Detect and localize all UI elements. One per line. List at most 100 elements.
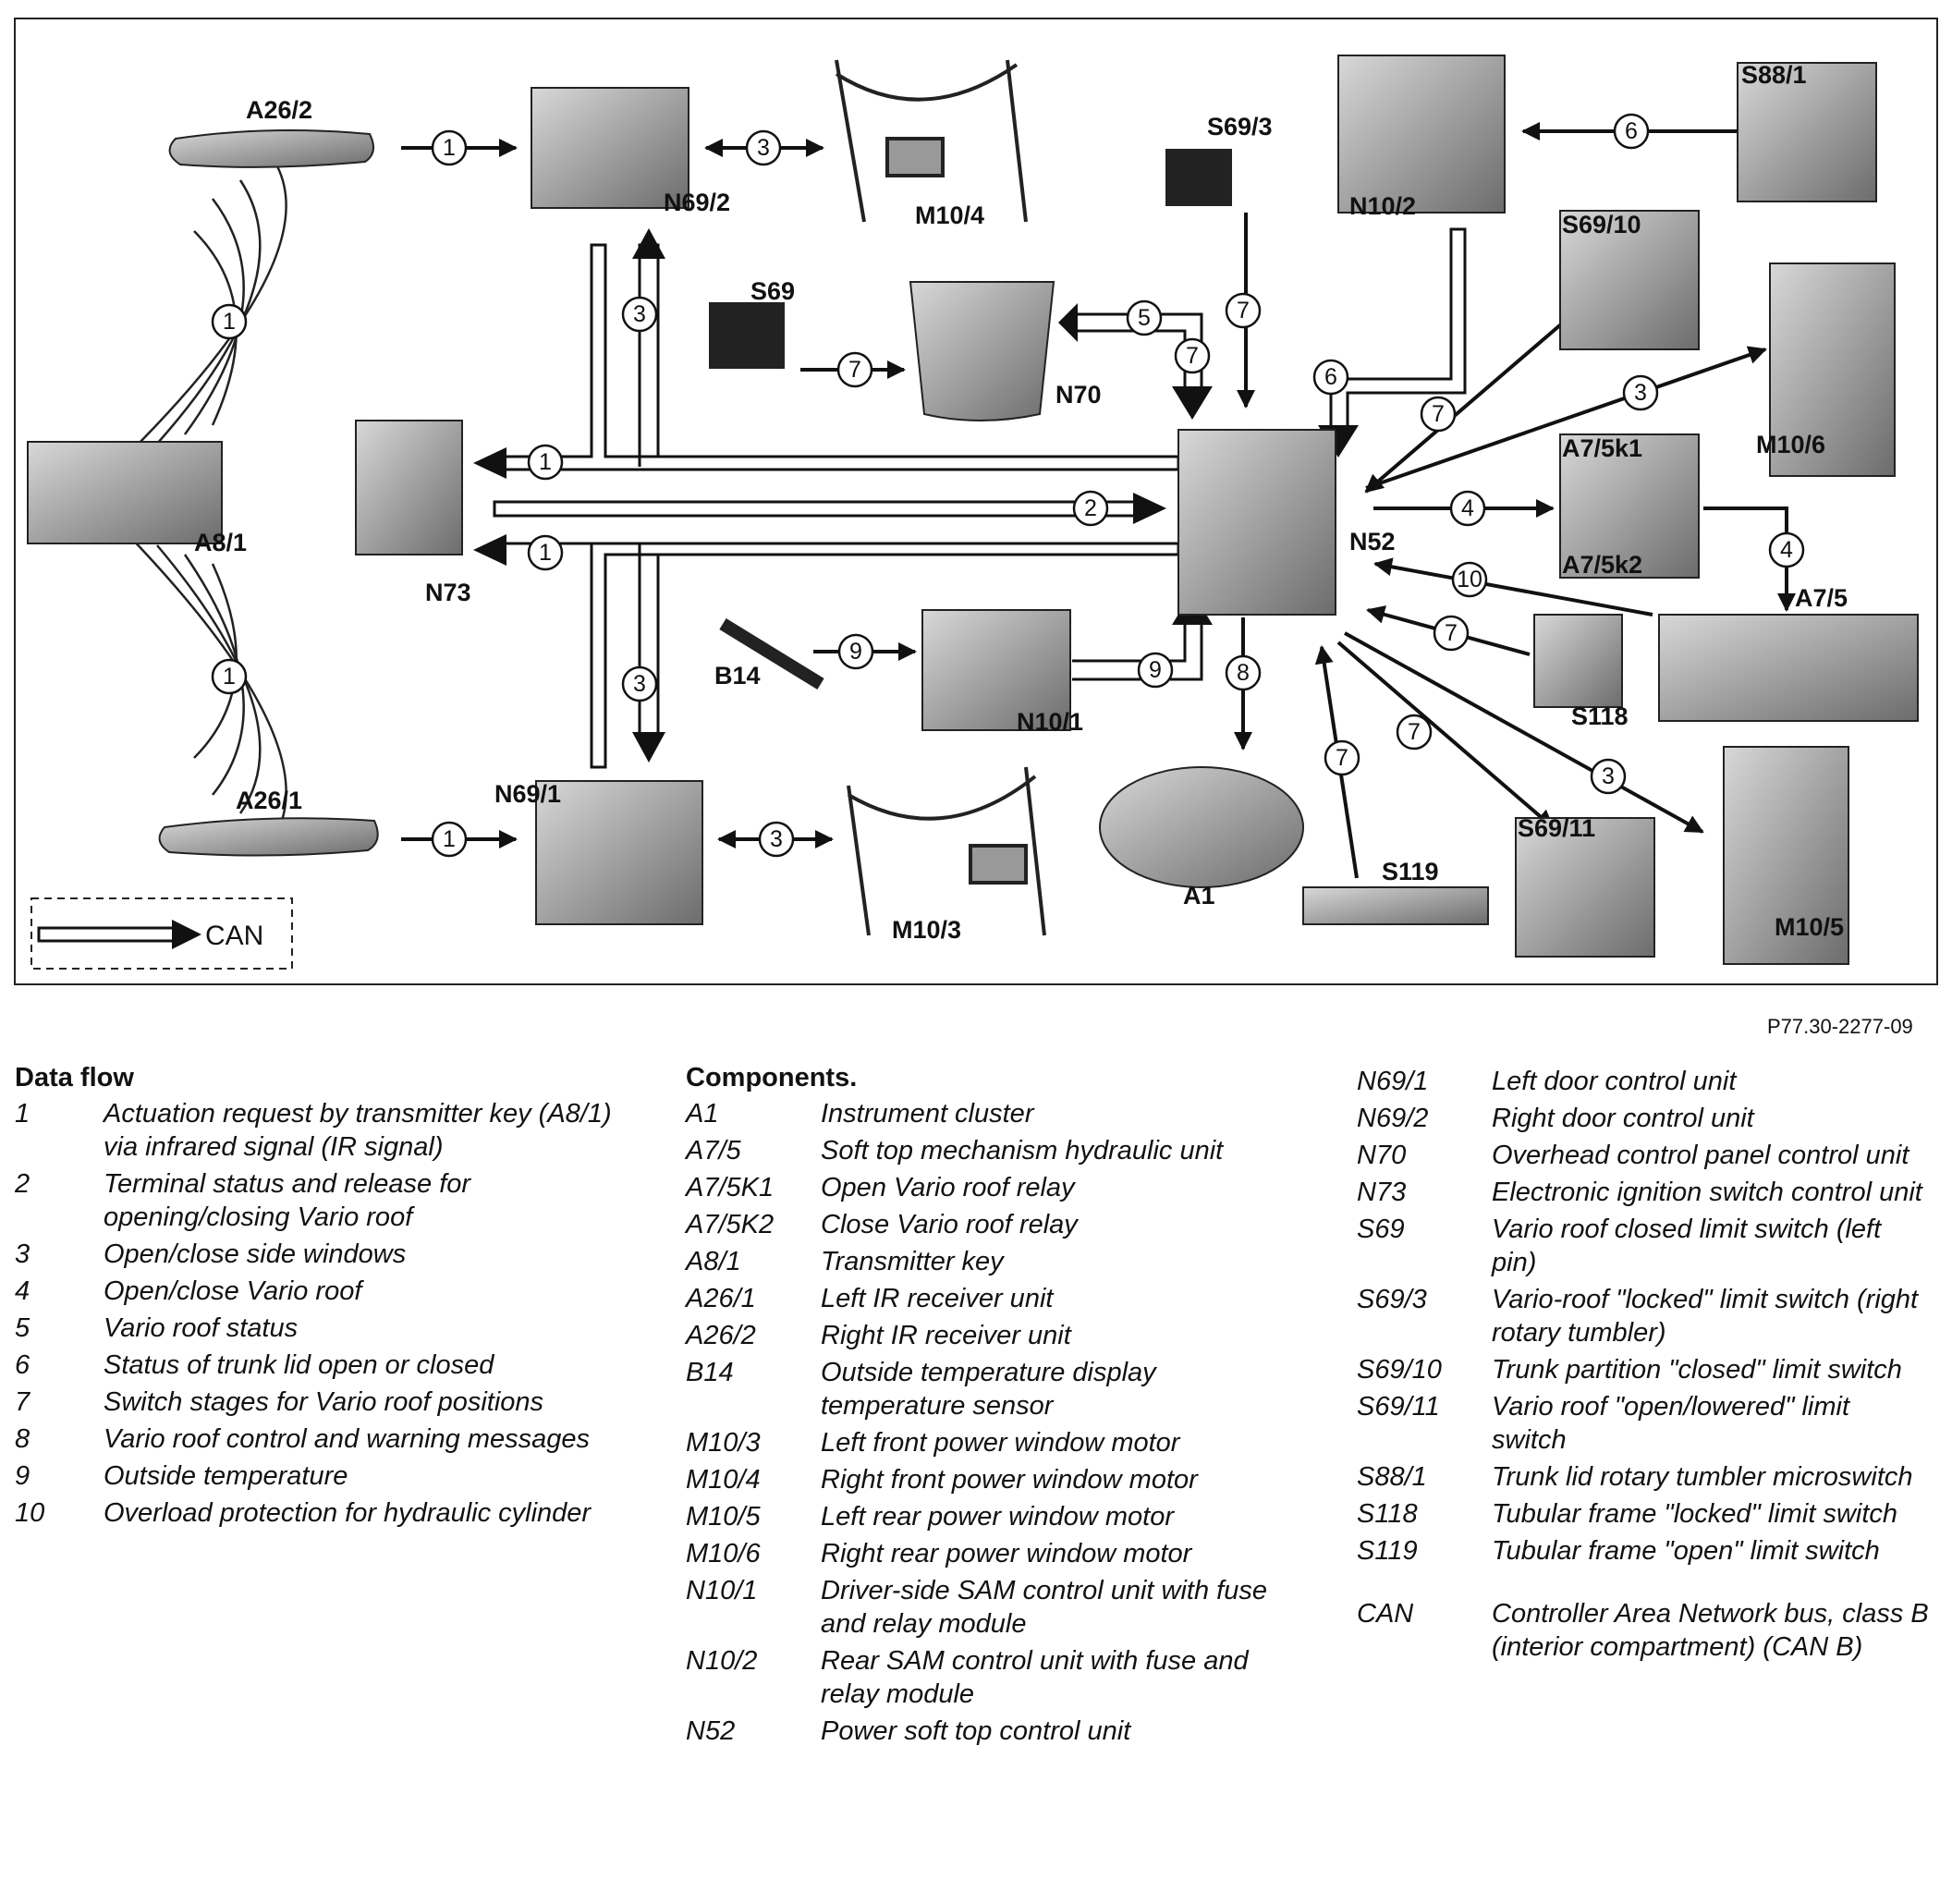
a7-5-image xyxy=(1658,614,1919,722)
svg-text:7: 7 xyxy=(1186,343,1199,369)
svg-text:CAN: CAN xyxy=(205,921,263,951)
label-m10-5: M10/5 xyxy=(1775,913,1844,941)
svg-text:3: 3 xyxy=(1602,763,1615,789)
flow-number: 1 xyxy=(431,129,468,166)
flow-number: 9 xyxy=(1137,652,1174,689)
n10-2-image xyxy=(1337,55,1506,214)
svg-text:3: 3 xyxy=(633,301,646,327)
svg-text:2: 2 xyxy=(1084,495,1097,521)
s88-1-image xyxy=(1737,62,1877,202)
n52-image xyxy=(1177,429,1336,616)
label-a26-2: A26/2 xyxy=(246,96,312,124)
svg-text:7: 7 xyxy=(1408,719,1421,745)
flow-number: 9 xyxy=(837,633,874,670)
svg-text:3: 3 xyxy=(1634,380,1647,406)
flow-number: 1 xyxy=(211,303,248,340)
label-n10-2: N10/2 xyxy=(1349,192,1416,220)
flow-number: 8 xyxy=(1225,654,1262,691)
label-s88-1: S88/1 xyxy=(1741,61,1807,89)
svg-text:1: 1 xyxy=(223,664,236,690)
label-b14: B14 xyxy=(714,662,761,690)
label-n70: N70 xyxy=(1055,381,1102,409)
s118-image xyxy=(1533,614,1623,708)
label-a1: A1 xyxy=(1183,882,1215,909)
label-a26-1: A26/1 xyxy=(236,787,302,814)
n73-image xyxy=(355,420,463,555)
label-m10-3: M10/3 xyxy=(892,916,961,944)
s69-3-image xyxy=(1165,149,1232,206)
label-s69-3: S69/3 xyxy=(1207,113,1273,140)
label-n73: N73 xyxy=(425,579,471,606)
b14-image xyxy=(719,618,824,690)
m10-4-image xyxy=(835,59,1028,223)
flow-number: 1 xyxy=(527,534,564,571)
s69-11-image xyxy=(1515,817,1655,958)
flow-number: 3 xyxy=(621,296,658,333)
svg-text:3: 3 xyxy=(757,135,770,161)
flow-number: 2 xyxy=(1072,490,1109,527)
svg-text:8: 8 xyxy=(1237,660,1250,686)
flow-number: 7 xyxy=(1225,292,1262,329)
svg-text:6: 6 xyxy=(1625,118,1638,144)
svg-text:5: 5 xyxy=(1138,305,1151,331)
n69-1-image xyxy=(535,780,703,925)
flow-number: 1 xyxy=(431,821,468,858)
label-m10-4: M10/4 xyxy=(915,201,984,229)
label-s118: S118 xyxy=(1571,702,1629,730)
label-a7-5k2: A7/5k2 xyxy=(1562,551,1642,579)
label-a7-5k1: A7/5k1 xyxy=(1562,434,1642,462)
flow-number-circles: 1 1 1 1 1 1 2 3 3 3 3 3 3 4 4 5 6 6 7 7 … xyxy=(211,113,1805,858)
a7-5k-image xyxy=(1559,433,1700,579)
label-a7-5: A7/5 xyxy=(1795,584,1848,612)
svg-text:1: 1 xyxy=(539,540,552,566)
svg-text:7: 7 xyxy=(1336,745,1348,771)
svg-text:6: 6 xyxy=(1324,364,1337,390)
flow-number: 7 xyxy=(1420,396,1457,433)
m10-5-image xyxy=(1723,746,1849,965)
data-flow-diagram: 1 1 1 1 1 1 2 3 3 3 3 3 3 4 4 5 6 6 7 7 … xyxy=(14,18,1938,985)
flow-number: 6 xyxy=(1613,113,1650,150)
s69-image xyxy=(709,302,785,369)
flow-number: 3 xyxy=(745,129,782,166)
label-n52: N52 xyxy=(1349,528,1396,555)
flow-number: 5 xyxy=(1126,299,1163,336)
reference-code: P77.30-2277-09 xyxy=(1767,1015,1913,1038)
flow-number: 1 xyxy=(211,658,248,695)
svg-text:10: 10 xyxy=(1457,567,1482,592)
svg-text:7: 7 xyxy=(1445,620,1458,646)
flow-number: 7 xyxy=(1174,337,1211,374)
m10-3-image xyxy=(847,766,1046,936)
svg-text:7: 7 xyxy=(1237,298,1250,323)
svg-text:1: 1 xyxy=(443,135,456,161)
n10-1-image xyxy=(921,609,1071,731)
label-s119: S119 xyxy=(1382,858,1439,885)
flow-number: 3 xyxy=(758,821,795,858)
s119-image xyxy=(1302,886,1489,925)
label-s69-10: S69/10 xyxy=(1562,211,1641,238)
